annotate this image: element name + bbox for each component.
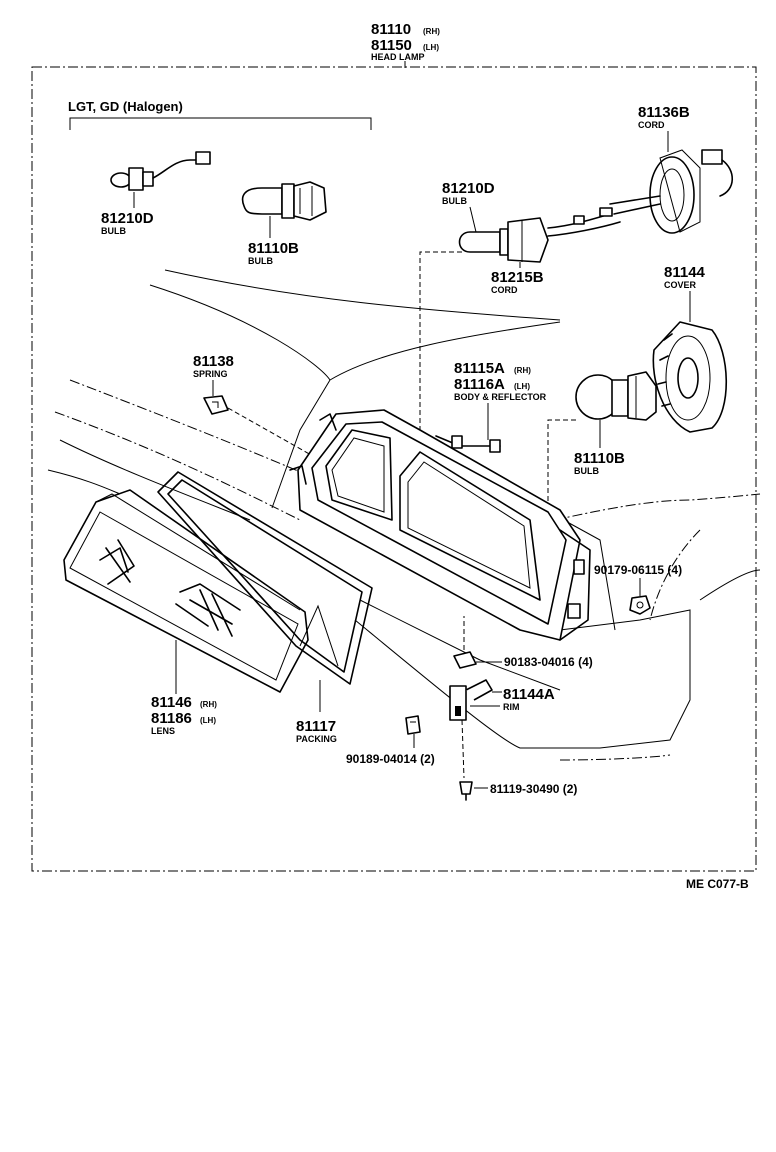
spring-caption: SPRING xyxy=(193,369,228,379)
packing-icon xyxy=(157,471,373,685)
cord-small-num: 81215B xyxy=(491,269,544,286)
screw-81119-icon xyxy=(459,781,473,801)
body-reflector-num-rh: 81115A xyxy=(454,360,505,377)
nut-90189-label: 90189-04014 (2) xyxy=(346,752,435,766)
spring: 81138 SPRING xyxy=(193,353,321,461)
main-bulb: 81110B BULB xyxy=(547,371,657,520)
bulb-halogen-small-num: 81210D xyxy=(101,210,154,227)
lens-sfx-rh: (RH) xyxy=(200,700,217,709)
clip-90183: 90183-04016 (4) xyxy=(453,616,593,669)
header-sfx-lh: (LH) xyxy=(423,43,439,52)
lens-icon xyxy=(63,489,309,693)
screw-81119: 81119-30490 (2) xyxy=(459,781,577,801)
cord-main-caption: CORD xyxy=(638,120,665,130)
cover-icon xyxy=(652,321,727,433)
body-reflector-sfx-lh: (LH) xyxy=(514,382,530,391)
bulb-halogen-small-icon xyxy=(110,151,211,191)
cover-num: 81144 xyxy=(664,264,706,281)
packing-num: 81117 xyxy=(296,718,336,735)
header-num-lh: 81150 xyxy=(371,37,412,54)
header-num-rh: 81110 xyxy=(371,21,411,38)
bulb-halogen-large-num: 81110B xyxy=(248,240,299,257)
cover-caption: COVER xyxy=(664,280,697,290)
nut-90179: 90179-06115 (4) xyxy=(594,563,682,615)
bulb-main-caption: BULB xyxy=(574,466,599,476)
rim-caption: RIM xyxy=(503,702,520,712)
group-label: LGT, GD (Halogen) xyxy=(68,99,183,114)
bulb-small-num: 81210D xyxy=(442,180,495,197)
cord-small-icon xyxy=(507,207,621,263)
bulb-small-caption: BULB xyxy=(442,196,467,206)
rim-icon xyxy=(449,679,493,721)
body-reflector: 81115A (RH) 81116A (LH) BODY & REFLECTOR xyxy=(289,360,591,641)
cover: 81144 COVER xyxy=(652,264,727,433)
vehicle-body-outline xyxy=(47,269,761,761)
assembly-border xyxy=(31,66,757,872)
body-reflector-sfx-rh: (RH) xyxy=(514,366,531,375)
nut-90189-icon xyxy=(405,715,421,735)
cord-small-caption: CORD xyxy=(491,285,518,295)
main-cord: 81136B CORD xyxy=(609,104,734,234)
lens-caption: LENS xyxy=(151,726,175,736)
spring-icon xyxy=(203,395,229,415)
header-sfx-rh: (RH) xyxy=(423,27,440,36)
bulb-main-num: 81110B xyxy=(574,450,625,467)
packing-caption: PACKING xyxy=(296,734,337,744)
body-reflector-num-lh: 81116A xyxy=(454,376,505,393)
bulb-main-icon xyxy=(575,371,657,421)
clip-90183-label: 90183-04016 (4) xyxy=(504,655,593,669)
bulb-halogen-large-icon xyxy=(241,181,327,221)
footer-code: ME C077-B xyxy=(686,877,749,891)
nut-90179-icon xyxy=(629,595,651,615)
header-caption: HEAD LAMP xyxy=(371,52,425,62)
lens: 81146 (RH) 81186 (LH) LENS xyxy=(63,489,309,736)
body-reflector-caption: BODY & REFLECTOR xyxy=(454,392,547,402)
clip-90183-icon xyxy=(453,651,477,669)
halogen-small-bulb: 81210D BULB xyxy=(101,151,211,236)
bulb-small-icon xyxy=(458,228,509,256)
nut-90179-label: 90179-06115 (4) xyxy=(594,563,682,577)
halogen-large-bulb: 81110B BULB xyxy=(241,181,327,266)
bulb-halogen-small-caption: BULB xyxy=(101,226,126,236)
rim-num: 81144A xyxy=(503,686,555,703)
rim: 81144A RIM xyxy=(449,679,555,779)
header-head-lamp: 81110 (RH) 81150 (LH) HEAD LAMP xyxy=(371,21,440,68)
lens-num-rh: 81146 xyxy=(151,694,192,711)
screw-81119-label: 81119-30490 (2) xyxy=(490,782,577,796)
group-halogen: LGT, GD (Halogen) xyxy=(68,99,372,130)
small-bulb-assembly: 81210D BULB 81215B CORD xyxy=(419,180,621,430)
spring-num: 81138 xyxy=(193,353,234,370)
body-reflector-icon xyxy=(289,409,591,641)
cord-main-icon xyxy=(609,149,734,234)
nut-90189: 90189-04014 (2) xyxy=(346,715,435,766)
packing: 81117 PACKING xyxy=(157,471,373,744)
bulb-halogen-large-caption: BULB xyxy=(248,256,273,266)
lens-sfx-lh: (LH) xyxy=(200,716,216,725)
lens-num-lh: 81186 xyxy=(151,710,192,727)
cord-main-num: 81136B xyxy=(638,104,690,121)
